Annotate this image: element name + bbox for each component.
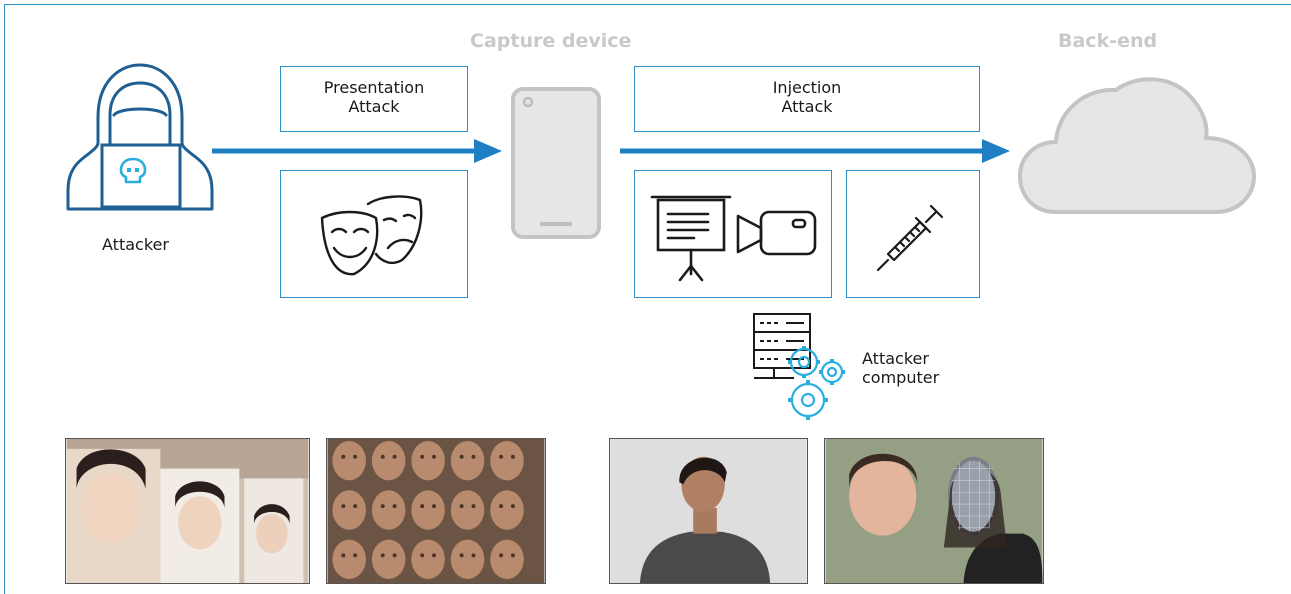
video-camera-icon — [736, 210, 817, 256]
printed-photo-attack-photo — [65, 438, 310, 584]
attacker-label: Attacker — [102, 235, 169, 254]
attacker-computer-line1: Attacker — [862, 349, 929, 368]
face-swap-deepfake-photo — [824, 438, 1044, 584]
server-gears-icon — [753, 313, 845, 420]
hooded-attacker-icon — [66, 63, 214, 211]
syringe-icon — [876, 204, 944, 272]
silicone-masks-photo — [326, 438, 546, 584]
projector-camera-box — [634, 170, 832, 298]
projector-icon — [650, 195, 732, 282]
back-end-title: Back-end — [1058, 30, 1158, 52]
frame-left-line — [4, 4, 5, 594]
phone-icon — [511, 87, 601, 239]
injection-attack-box: Injection Attack — [634, 66, 980, 132]
theater-masks-icon — [320, 195, 423, 276]
injection-attack-line1: Injection — [772, 78, 842, 97]
frame-top-line — [4, 4, 1291, 5]
masks-box — [280, 170, 468, 298]
arrow-to-capture-device — [212, 139, 502, 163]
presentation-attack-line2: Attack — [348, 97, 400, 116]
presentation-attack-box: Presentation Attack — [280, 66, 468, 132]
presentation-attack-line1: Presentation — [323, 78, 425, 97]
capture-device-title: Capture device — [470, 30, 632, 52]
arrow-to-back-end — [620, 139, 1010, 163]
attacker-computer-line2: computer — [862, 368, 940, 387]
injection-attack-line2: Attack — [781, 97, 833, 116]
cloud-icon — [1018, 77, 1256, 214]
3d-rendered-person-photo — [609, 438, 808, 584]
skull-icon — [119, 157, 147, 184]
